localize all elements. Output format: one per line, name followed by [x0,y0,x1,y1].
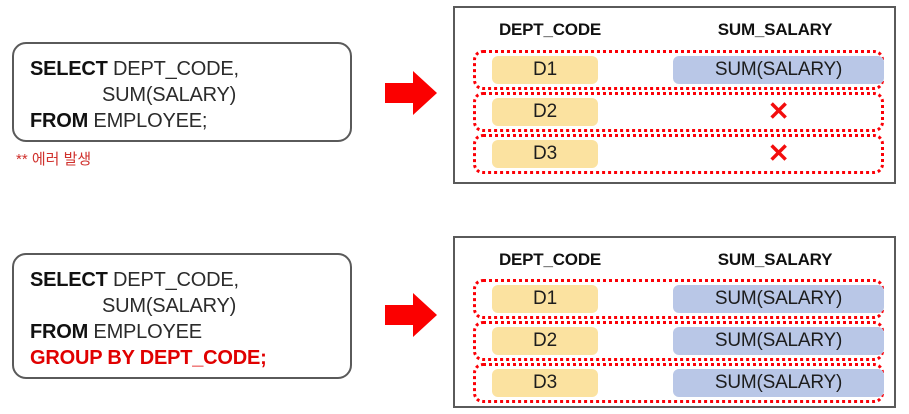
x-mark-icon: ✕ [767,138,790,168]
error-note-top: ** 에러 발생 [16,151,92,168]
sql-keyword: SELECT [30,269,108,291]
sql-box-top: SELECT DEPT_CODE, SUM(SALARY) FROM EMPLO… [12,42,352,142]
sql-line: SELECT DEPT_CODE, [30,56,334,82]
sql-keyword-groupby: GROUP BY DEPT_CODE [30,347,261,369]
cell-error-x-icon: ✕ [673,95,884,129]
x-mark-icon: ✕ [767,96,790,126]
cell-dept-code: D3 [492,369,598,397]
sql-text: EMPLOYEE [88,321,202,343]
cell-dept-code: D1 [492,285,598,313]
sql-line: SUM(SALARY) [30,82,334,108]
sql-text: DEPT_CODE, [107,58,239,80]
sql-text: ; [260,347,267,369]
sql-keyword: SELECT [30,58,108,80]
column-header-sum-salary: SUM_SALARY [717,250,833,269]
cell-sum-salary: SUM(SALARY) [673,369,884,397]
cell-dept-code: D2 [492,98,598,126]
cell-sum-salary: SUM(SALARY) [673,327,884,355]
sql-line: SUM(SALARY) [30,293,334,319]
column-header-dept-code: DEPT_CODE [498,250,602,269]
right-block-arrow-icon [385,293,437,337]
table-row: D1 SUM(SALARY) [473,50,884,90]
sql-line: FROM EMPLOYEE [30,319,334,345]
sql-keyword: FROM [30,110,89,132]
sql-text: DEPT_CODE, [107,269,239,291]
sql-text: SUM(SALARY) [102,295,237,317]
sql-text: EMPLOYEE; [88,110,208,132]
cell-sum-salary: SUM(SALARY) [673,285,884,313]
cell-dept-code: D1 [492,56,598,84]
sql-line: SELECT DEPT_CODE, [30,267,334,293]
cell-dept-code: D2 [492,327,598,355]
sql-keyword: FROM [30,321,89,343]
cell-dept-code: D3 [492,140,598,168]
table-row: D3 SUM(SALARY) [473,363,884,403]
table-header-row: DEPT_CODE SUM_SALARY [455,20,894,44]
result-table-bottom: DEPT_CODE SUM_SALARY D1 SUM(SALARY) D2 S… [453,236,896,408]
sql-text: SUM(SALARY) [102,84,237,106]
sql-box-bottom: SELECT DEPT_CODE, SUM(SALARY) FROM EMPLO… [12,253,352,379]
table-header-row: DEPT_CODE SUM_SALARY [455,250,894,274]
table-row: D3 ✕ [473,134,884,174]
sql-line: FROM EMPLOYEE; [30,108,334,134]
sql-line: GROUP BY DEPT_CODE; [30,345,334,371]
table-row: D2 ✕ [473,92,884,132]
right-block-arrow-icon [385,71,437,115]
table-row: D1 SUM(SALARY) [473,279,884,319]
column-header-sum-salary: SUM_SALARY [717,20,833,39]
cell-error-x-icon: ✕ [673,137,884,171]
column-header-dept-code: DEPT_CODE [498,20,602,39]
cell-sum-salary: SUM(SALARY) [673,56,884,84]
result-table-top: DEPT_CODE SUM_SALARY D1 SUM(SALARY) D2 ✕… [453,6,896,184]
table-row: D2 SUM(SALARY) [473,321,884,361]
